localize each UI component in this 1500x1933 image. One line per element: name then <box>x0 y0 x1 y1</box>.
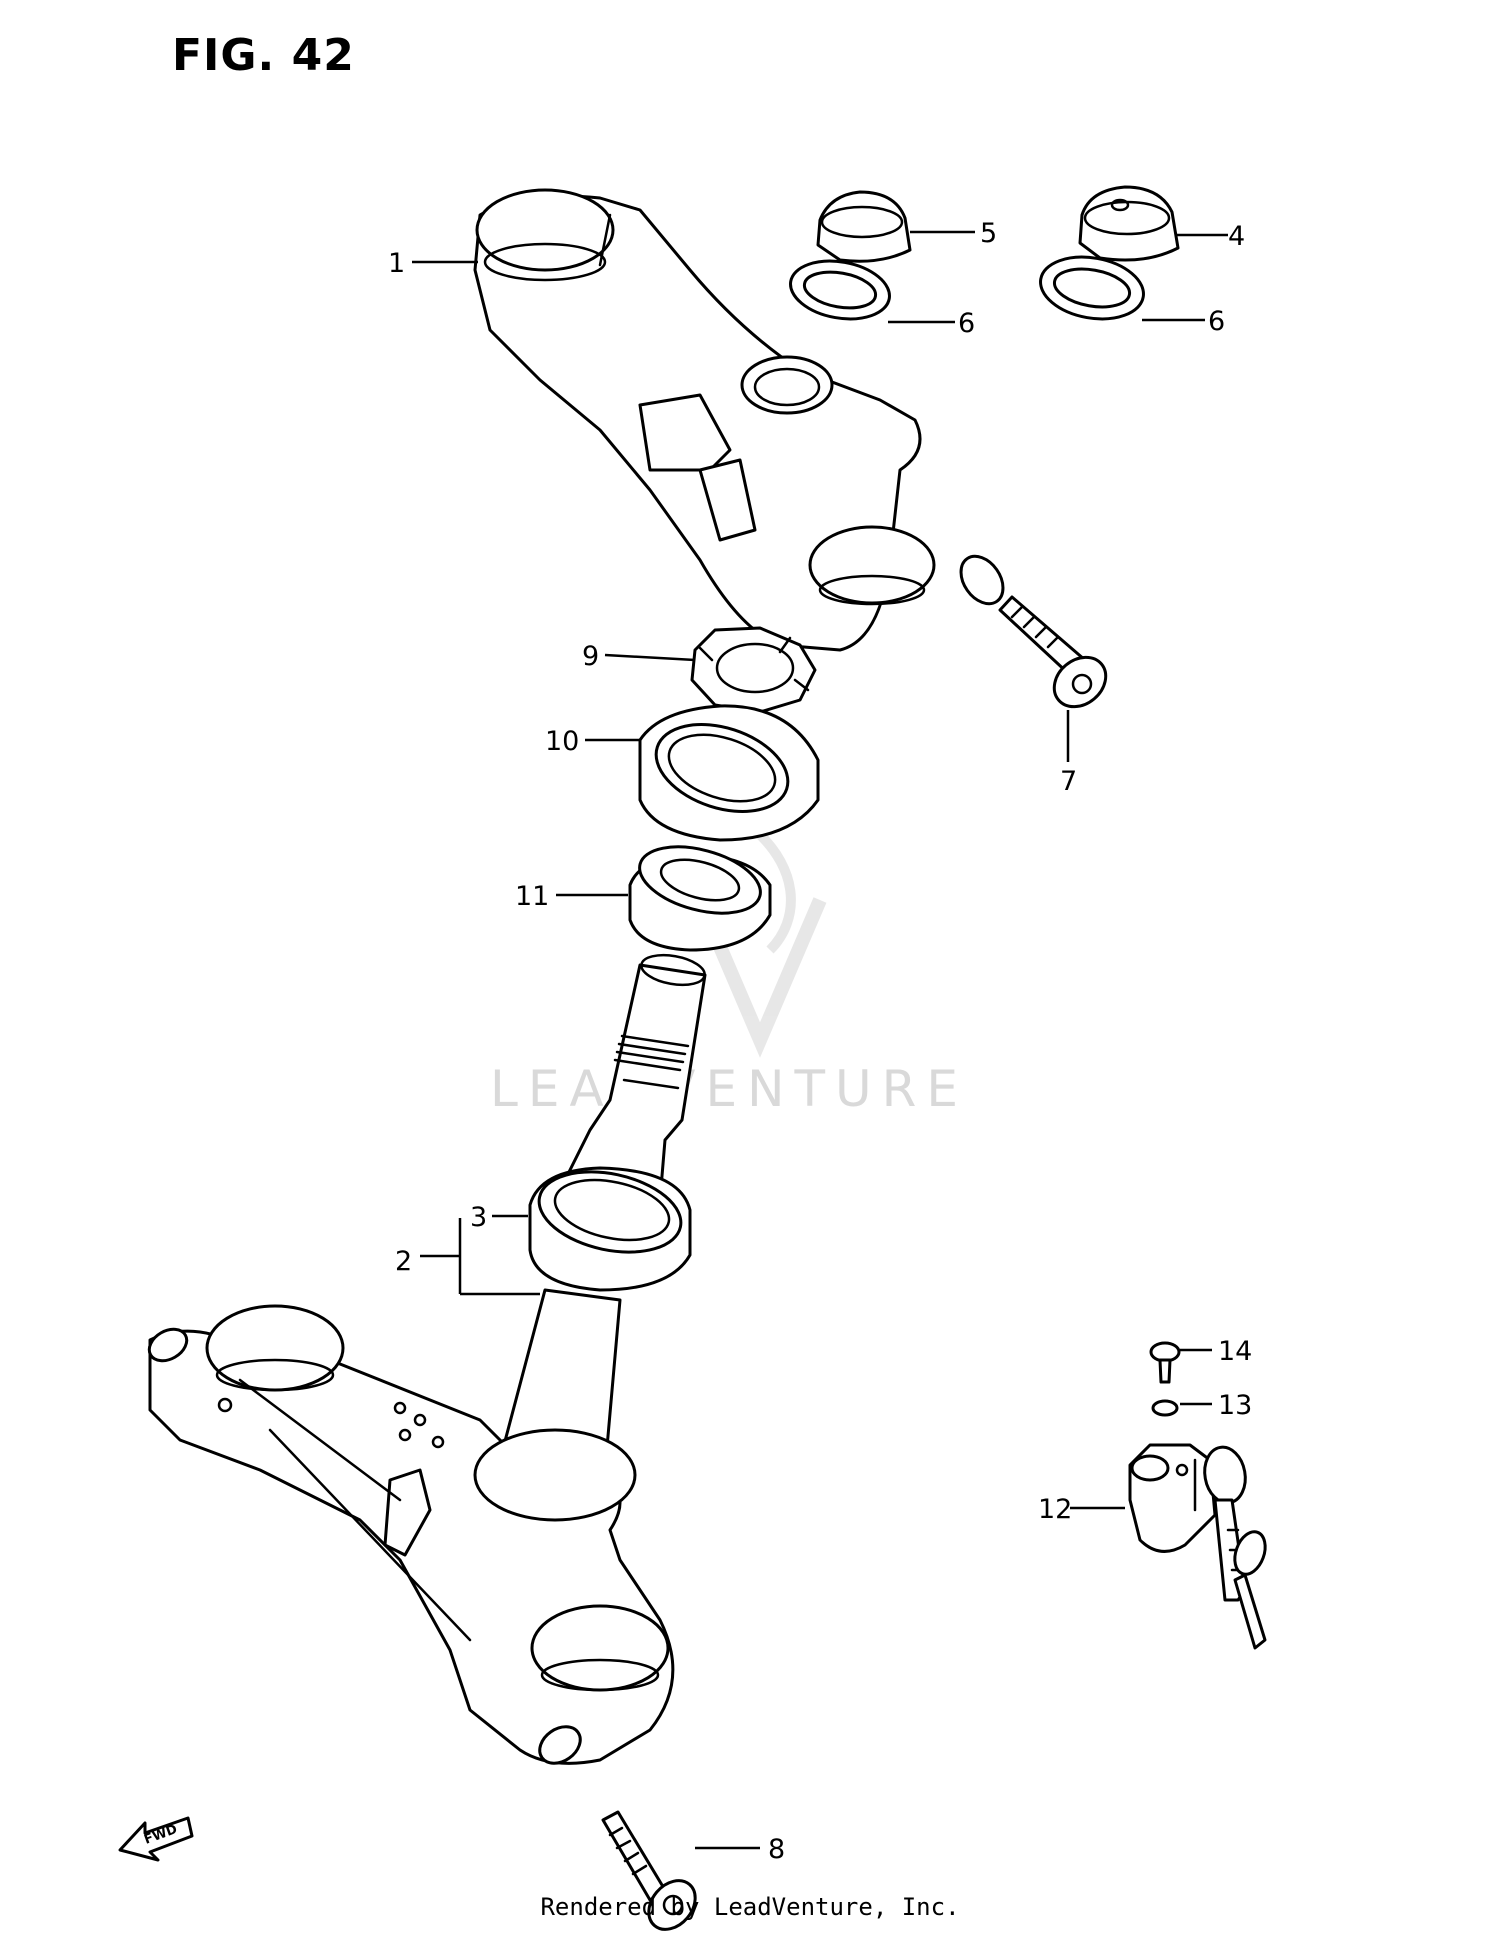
steering-lock-12 <box>1128 1443 1217 1553</box>
callout-3: 3 <box>470 1202 487 1233</box>
callout-5: 5 <box>980 218 997 249</box>
callout-9: 9 <box>582 641 599 672</box>
footer-credit: Rendered by LeadVenture, Inc. <box>540 1893 960 1921</box>
upper-bracket <box>473 188 1005 652</box>
callout-1: 1 <box>388 248 405 279</box>
leader-lines <box>412 230 1228 1850</box>
washer-6b <box>1039 255 1145 321</box>
screw-14 <box>1149 1341 1181 1384</box>
callout-12: 12 <box>1038 1494 1072 1525</box>
forward-arrow-icon: FWD <box>118 1816 194 1862</box>
steering-stem <box>147 953 707 1765</box>
callout-4: 4 <box>1228 221 1245 252</box>
nut-9 <box>690 626 817 714</box>
callout-6b: 6 <box>1208 306 1225 337</box>
callout-7: 7 <box>1060 766 1077 797</box>
callout-8: 8 <box>768 1834 785 1865</box>
callout-10: 10 <box>545 726 579 757</box>
bolt-8 <box>601 1810 697 1931</box>
key-icon <box>1203 1445 1267 1650</box>
callout-labels: 1 2 3 4 5 6 6 7 8 9 10 11 12 13 14 <box>388 218 1252 1865</box>
callout-2: 2 <box>395 1246 412 1277</box>
bolt-7 <box>998 595 1108 709</box>
callout-6a: 6 <box>958 308 975 339</box>
cap-4 <box>1078 185 1180 262</box>
washer-6a <box>789 259 891 321</box>
washer-13 <box>1151 1399 1179 1417</box>
bearing-11 <box>628 845 772 952</box>
figure-title: FIG. 42 <box>172 30 355 81</box>
watermark-text: LEADVENTURE <box>490 1060 968 1118</box>
callout-13: 13 <box>1218 1390 1252 1421</box>
callout-14: 14 <box>1218 1336 1252 1367</box>
callout-11: 11 <box>515 881 549 912</box>
seal-10 <box>638 704 820 842</box>
cap-5 <box>816 190 912 263</box>
